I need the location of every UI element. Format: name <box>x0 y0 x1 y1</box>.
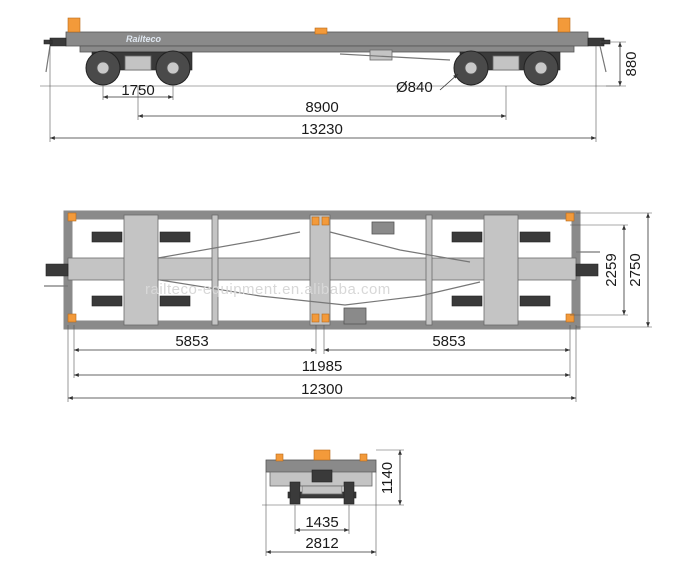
plan-lug <box>565 212 575 222</box>
end-coupler <box>311 469 333 483</box>
side-brake-cylinder <box>369 49 393 61</box>
plan-wheelset <box>519 295 551 307</box>
dim-frame-length: 11985 <box>302 358 343 375</box>
plan-air-reservoir <box>343 307 367 325</box>
plan-lug <box>321 216 330 226</box>
plan-bolster-right <box>483 214 519 326</box>
plan-cross-member <box>425 214 433 326</box>
plan-wheelset <box>451 231 483 243</box>
side-coupler-left <box>43 37 67 47</box>
dim-wheel-diameter: Ø840 <box>396 79 433 96</box>
plan-coupler-right <box>575 263 599 277</box>
brand-logo: Railteco <box>126 34 162 44</box>
plan-wheelset <box>159 231 191 243</box>
dim-end-overall-width: 2812 <box>305 535 338 552</box>
end-center-post <box>313 449 331 461</box>
plan-lug <box>321 313 330 323</box>
dim-bogie-wheelbase: 1750 <box>121 82 154 99</box>
plan-lug <box>311 216 320 226</box>
end-view: 1435 2812 1140 <box>262 449 404 556</box>
end-post-right <box>359 453 368 462</box>
plan-cross-member <box>309 214 331 326</box>
side-hose-right <box>599 45 607 73</box>
dim-half-length-right: 5853 <box>432 333 465 350</box>
plan-coupler-left <box>45 263 69 277</box>
plan-lug <box>311 313 320 323</box>
wheel-hub-icon <box>96 61 110 75</box>
wheel-hub-icon <box>464 61 478 75</box>
side-brake-rod <box>339 53 451 61</box>
leader-wheel-diameter <box>439 73 459 91</box>
plan-brake-pipe <box>159 279 481 306</box>
side-bogie-left-spring <box>124 55 152 71</box>
end-wheel-left <box>289 481 301 505</box>
end-post-left <box>275 453 284 462</box>
plan-brake-valve <box>371 221 395 235</box>
dim-track-gauge: 1435 <box>305 514 338 531</box>
side-end-post-left <box>67 17 81 33</box>
side-frame-lower <box>79 45 575 53</box>
side-bogie-left <box>85 50 193 86</box>
dim-overall-width: 2750 <box>627 253 644 286</box>
plan-wheelset <box>159 295 191 307</box>
dim-end-height: 1140 <box>379 462 396 494</box>
plan-bogie-right <box>451 231 551 307</box>
wheel-hub-icon <box>166 61 180 75</box>
plan-bogie-left <box>91 231 191 307</box>
plan-lug <box>67 313 77 323</box>
plan-cross-member <box>211 214 219 326</box>
dim-overall-length: 12300 <box>301 381 343 398</box>
end-wheel-right <box>343 481 355 505</box>
wheel-hub-icon <box>534 61 548 75</box>
end-brake-unit <box>301 485 343 495</box>
plan-view: railteco-equipment.en.alibaba.com 5853 5… <box>44 210 652 402</box>
side-end-post-right <box>557 17 571 33</box>
side-coupler-right <box>587 37 611 47</box>
dim-bogie-centers: 8900 <box>305 99 338 116</box>
dim-half-length-left: 5853 <box>175 333 208 350</box>
side-bogie-right <box>453 50 561 86</box>
plan-wheelset <box>91 295 123 307</box>
plan-wheelset <box>91 231 123 243</box>
plan-bolster-left <box>123 214 159 326</box>
side-view: Railteco 1 <box>40 17 640 142</box>
plan-wheelset <box>451 295 483 307</box>
side-hose-left <box>45 45 51 73</box>
plan-brake-pipe <box>157 231 471 263</box>
plan-wheelset <box>519 231 551 243</box>
plan-lug <box>565 313 575 323</box>
plan-lug <box>67 212 77 222</box>
dim-length-over-couplers: 13230 <box>301 121 343 138</box>
side-center-lug <box>314 27 328 35</box>
side-bogie-right-spring <box>492 55 520 71</box>
watermark: railteco-equipment.en.alibaba.com <box>145 281 391 298</box>
dim-coupler-height: 880 <box>623 51 640 76</box>
dim-inner-width: 2259 <box>603 253 620 286</box>
